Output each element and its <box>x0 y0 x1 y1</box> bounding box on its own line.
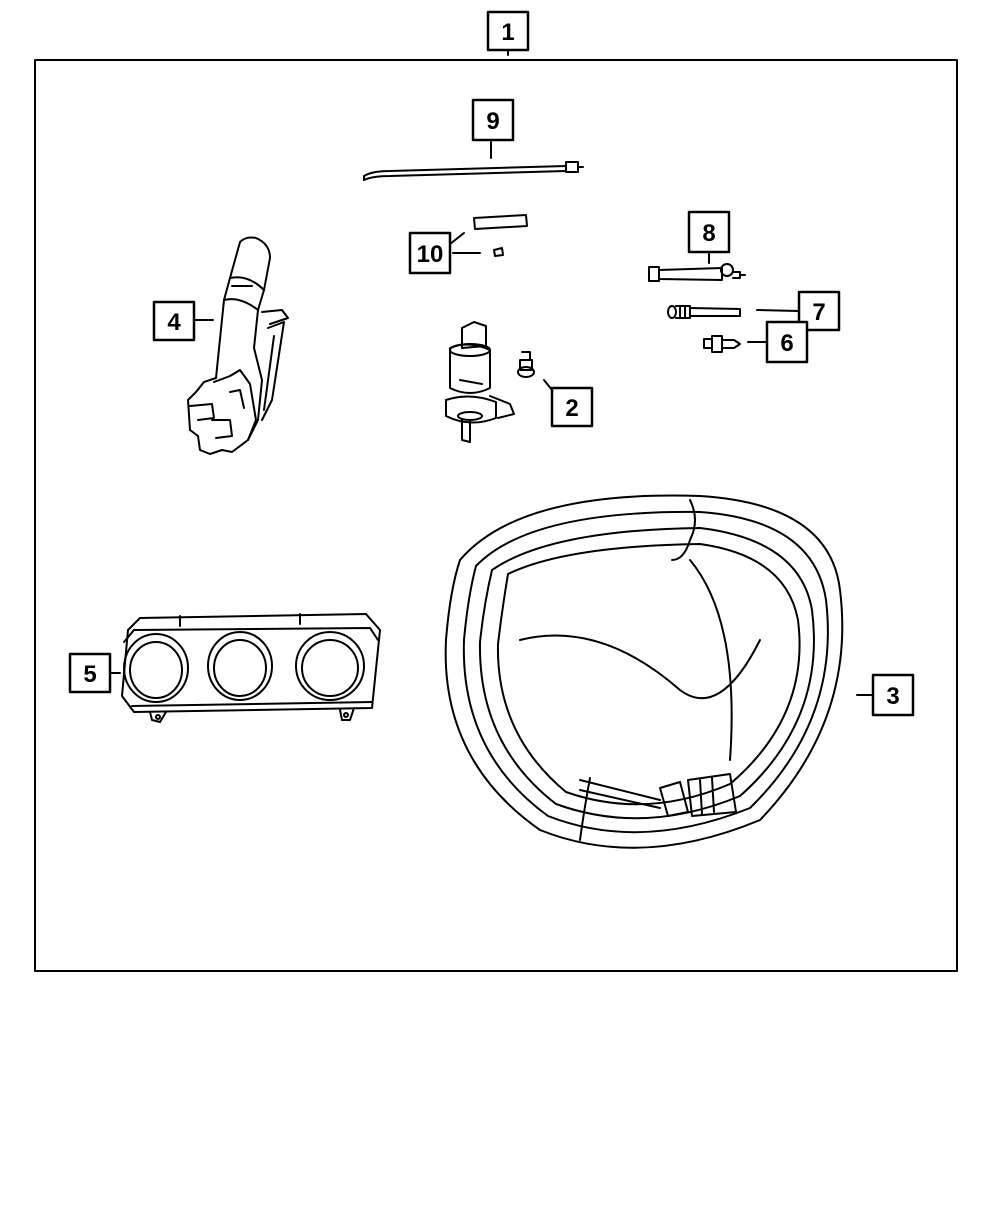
connector-fitting-part <box>667 305 741 319</box>
callout-9-label: 9 <box>486 108 499 135</box>
callout-2-label: 2 <box>565 395 578 422</box>
callout-2[interactable]: 2 <box>543 379 594 428</box>
callout-5[interactable]: 5 <box>68 652 121 694</box>
callout-6[interactable]: 6 <box>747 320 809 364</box>
callout-3-label: 3 <box>886 683 899 710</box>
washer-pump-part <box>445 321 515 443</box>
switch-control-panel-part <box>121 613 381 723</box>
callout-10-label: 10 <box>417 241 444 268</box>
panel-knob-center <box>207 631 273 701</box>
wiring-harness-part <box>444 494 844 849</box>
check-valve-part <box>703 335 741 353</box>
pump-screw-part <box>517 351 535 378</box>
callout-1[interactable]: 1 <box>486 10 530 56</box>
callout-4[interactable]: 4 <box>152 300 214 342</box>
callout-4-label: 4 <box>167 309 181 336</box>
panel-knob-right <box>295 631 365 701</box>
wiper-switch-stalk-part <box>187 236 289 455</box>
callout-9[interactable]: 9 <box>471 98 515 159</box>
callout-10[interactable]: 10 <box>408 231 481 275</box>
callout-7-label: 7 <box>812 299 825 326</box>
callout-8[interactable]: 8 <box>687 210 731 264</box>
panel-knob-left <box>123 633 189 703</box>
callout-3[interactable]: 3 <box>856 673 915 717</box>
callout-8-label: 8 <box>702 220 715 247</box>
callout-5-label: 5 <box>83 661 96 688</box>
callout-6-label: 6 <box>780 330 793 357</box>
bleed-fitting-part <box>648 263 746 282</box>
cable-tie-part <box>363 161 584 181</box>
callout-1-label: 1 <box>501 19 514 46</box>
kit-frame <box>34 59 958 972</box>
foam-tape-part <box>473 214 528 257</box>
